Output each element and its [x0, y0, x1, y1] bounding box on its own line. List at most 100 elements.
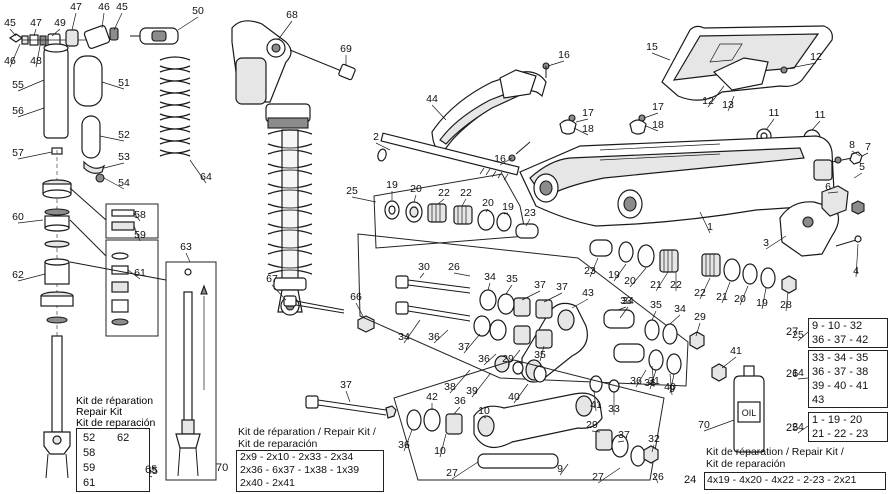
kit-27-ref: 27 [786, 326, 799, 338]
callout-number: 19 [756, 297, 768, 309]
callout-number: 33 [620, 295, 632, 307]
callout-leader [345, 390, 351, 403]
shock-spring [267, 129, 313, 281]
callout-leader [635, 369, 647, 388]
callout-leader [617, 440, 625, 443]
callout-leader [437, 198, 445, 205]
callout-number: 32 [648, 433, 660, 445]
callout-number: 34 [674, 303, 686, 315]
callout-number: 42 [426, 391, 438, 403]
callout-number: 65 [146, 465, 158, 477]
callout-leader [707, 85, 725, 108]
callout-leader [127, 269, 141, 280]
callout-leader [485, 208, 489, 213]
callout-number: 36 [478, 353, 490, 365]
callout-leader [855, 243, 859, 278]
callout-leader [651, 444, 655, 453]
callout-leader [669, 373, 675, 394]
callout-number: 54 [118, 177, 130, 189]
callout-leader [617, 306, 627, 311]
callout-number: 31 [648, 375, 660, 387]
callout-number: 16 [494, 153, 506, 165]
callout-leader [619, 306, 629, 319]
callout-number: 40 [508, 391, 520, 403]
kit-left-cell [117, 476, 147, 490]
callout-number: 5 [859, 161, 865, 173]
callout-number: 46 [98, 1, 110, 13]
callout-number: 19 [608, 269, 620, 281]
callout-number: 43 [582, 287, 594, 299]
callout-number: 34 [622, 295, 634, 307]
callout-leader [413, 194, 417, 203]
callout-leader [739, 285, 749, 306]
swingarm-1 [519, 135, 835, 227]
callout-number: 19 [386, 179, 398, 191]
callout-number: 22 [670, 279, 682, 291]
kit-26-line: 33 - 34 - 35 [812, 352, 869, 364]
callout-leader [695, 322, 701, 337]
kit-middle-title-1: Kit de réparation / Repair Kit / [238, 426, 376, 438]
callout-number: 23 [584, 265, 596, 277]
callout-number: 37 [618, 429, 630, 441]
callout-number: 27 [446, 467, 458, 479]
callout-leader [451, 461, 479, 480]
fork-cartridge-50 [130, 27, 179, 45]
callout-number: 18 [652, 119, 664, 131]
kit-27-line: 36 - 37 - 42 [812, 334, 869, 346]
callout-number: 45 [116, 1, 128, 13]
callout-leader [17, 151, 53, 160]
kit-left-cell: 58 [83, 447, 96, 459]
kit-frame-26 [357, 233, 689, 387]
callout-number: 39 [466, 385, 478, 397]
kit-25-line: 21 - 22 - 23 [812, 428, 869, 440]
kit-frame-27 [393, 359, 665, 481]
callout-leader [277, 20, 293, 41]
callout-leader [651, 52, 671, 61]
callout-number: 35 [650, 299, 662, 311]
shock-bolt-69 [289, 49, 356, 81]
kit-left-cell [117, 461, 147, 475]
callout-leader [507, 349, 521, 366]
callout-leader [71, 12, 77, 31]
callout-leader [797, 331, 809, 342]
callout-leader [17, 107, 45, 118]
kit-middle-ref: 70 [216, 462, 229, 474]
kit-box-63 [165, 261, 217, 481]
callout-number: 11 [815, 109, 826, 121]
callout-number: 9 [669, 383, 675, 395]
callout-leader [655, 271, 669, 292]
callout-leader [17, 79, 45, 92]
callout-leader [9, 28, 17, 37]
callout-leader [35, 45, 41, 68]
callout-number: 35 [506, 273, 518, 285]
callout-number: 1 [707, 221, 713, 233]
callout-number: 48 [30, 55, 42, 67]
kit-left-ref: 65 [145, 464, 158, 476]
callout-leader [699, 277, 711, 300]
callout-leader [463, 333, 481, 354]
callout-leader [853, 172, 863, 179]
callout-number: 36 [644, 377, 656, 389]
callout-number: 36 [630, 375, 642, 387]
callout-leaders [9, 12, 869, 484]
callout-leader [439, 433, 447, 458]
callout-leader [375, 142, 391, 151]
swingarm-bearings-left [384, 200, 539, 239]
callout-leader [547, 60, 565, 67]
callout-number: 34 [484, 271, 496, 283]
kit-left-cell: 52 [83, 432, 96, 444]
kit-left-title: Kit de réparation Repair Kit Kit de repa… [76, 396, 155, 429]
callout-leader [543, 292, 563, 303]
shock-bolt-67 [283, 295, 345, 314]
linkage-bolts [305, 275, 471, 419]
callout-number: 37 [340, 379, 352, 391]
callout-number: 62 [12, 269, 24, 281]
callout-leader [403, 319, 421, 344]
callout-number: 41 [590, 399, 602, 411]
callout-number: 18 [582, 123, 594, 135]
callout-number: 30 [418, 261, 430, 273]
callout-number: 46 [4, 55, 16, 67]
callout-number: 28 [780, 299, 792, 311]
callout-leader [513, 383, 529, 404]
callout-leader [785, 291, 789, 312]
